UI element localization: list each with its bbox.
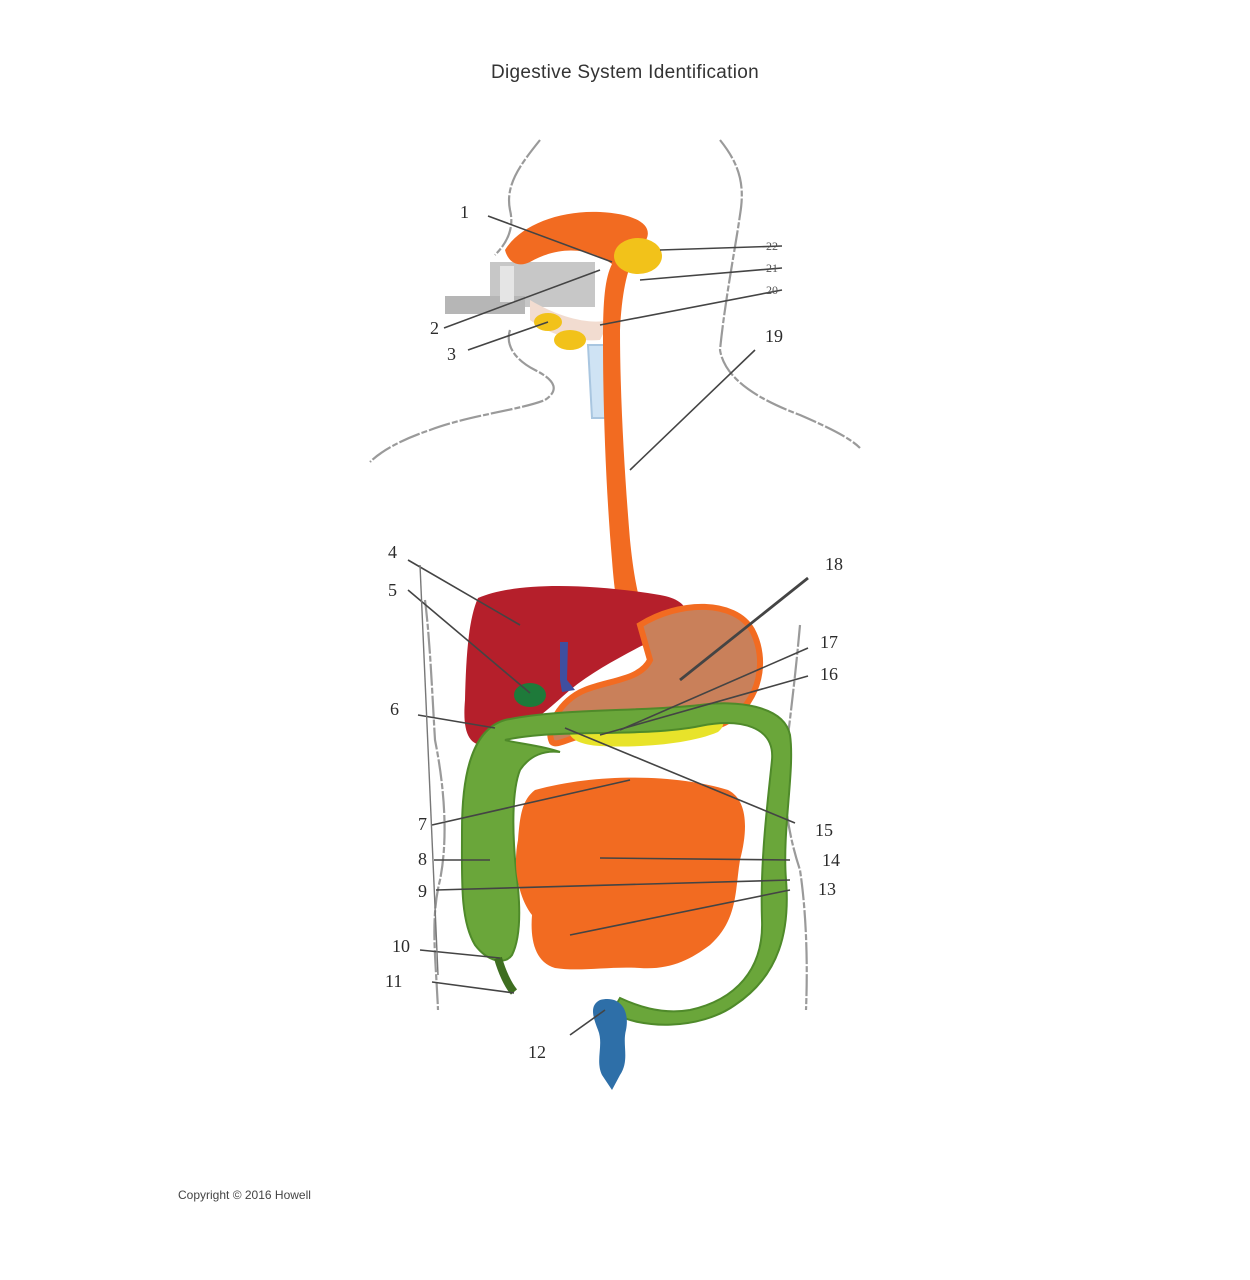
label-5: 5 [388, 580, 397, 600]
label-19: 19 [765, 326, 783, 346]
label-18: 18 [825, 554, 843, 574]
label-10: 10 [392, 936, 410, 956]
small-intestine [516, 778, 745, 970]
label-14: 14 [822, 850, 840, 870]
label-11: 11 [385, 971, 402, 991]
label-4: 4 [388, 542, 397, 562]
label-2: 2 [430, 318, 439, 338]
rectum [593, 999, 627, 1090]
label-13: 13 [818, 879, 836, 899]
label-1: 1 [460, 202, 469, 222]
label-16: 16 [820, 664, 838, 684]
copyright-notice: Copyright © 2016 Howell [178, 1188, 311, 1202]
label-7: 7 [418, 814, 427, 834]
label-8: 8 [418, 849, 427, 869]
appendix [498, 958, 514, 992]
label-12: 12 [528, 1042, 546, 1062]
label-9: 9 [418, 881, 427, 901]
label-3: 3 [447, 344, 456, 364]
label-21: 21 [766, 261, 778, 275]
label-6: 6 [390, 699, 399, 719]
label-20: 20 [766, 283, 778, 297]
label-22: 22 [766, 239, 778, 253]
label-15: 15 [815, 820, 833, 840]
label-17: 17 [820, 632, 838, 652]
